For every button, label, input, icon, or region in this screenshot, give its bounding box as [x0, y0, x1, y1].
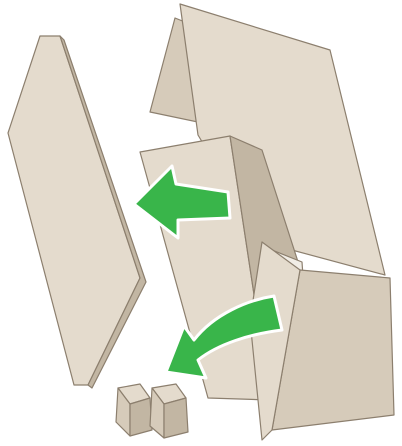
arrow-upper	[132, 164, 232, 240]
arrow-lower-shape	[164, 294, 284, 380]
flat-panel-side	[59, 35, 147, 389]
foam-block-right	[149, 383, 189, 439]
flat-panel	[7, 35, 147, 389]
arrow-lower	[164, 294, 284, 380]
box-flap-top	[179, 3, 386, 276]
foam-blocks	[115, 383, 189, 439]
arrow-upper-shape	[132, 164, 232, 240]
foam-block-left	[115, 383, 153, 437]
